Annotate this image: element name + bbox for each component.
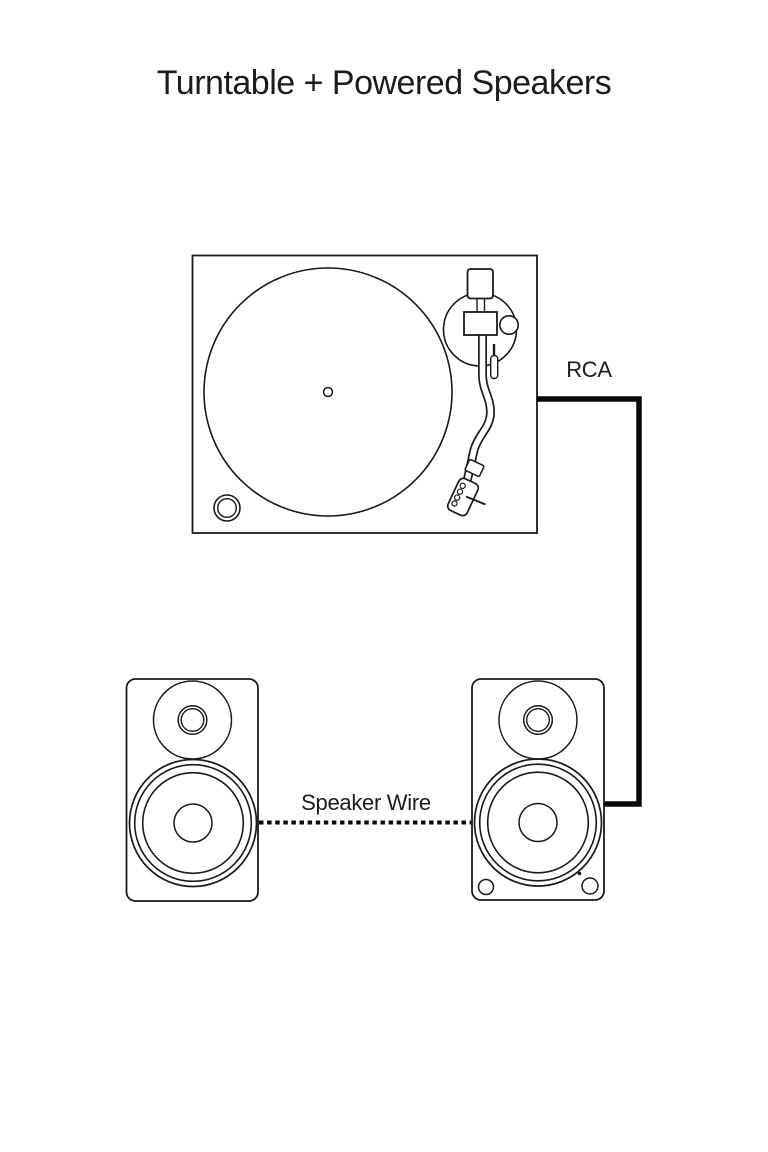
speaker-left-woofer-surround <box>133 763 253 883</box>
anti-skate-dial <box>498 314 519 335</box>
speaker-right-icon <box>471 678 605 901</box>
spindle-hole <box>322 386 334 398</box>
tonearm-tube-core <box>463 335 494 487</box>
turntable-icon <box>191 254 538 534</box>
speaker-left-woofer-dustcap <box>173 803 213 843</box>
speaker-right-tweeter-dome-inner <box>526 708 551 733</box>
headshell-collar <box>464 458 485 478</box>
speaker-left-icon <box>125 678 259 902</box>
speaker-right-pilot-dot <box>577 871 582 876</box>
rca-connection: RCA <box>537 357 642 807</box>
pivot-housing <box>463 311 498 336</box>
speaker-right-cabinet <box>471 678 605 901</box>
speaker-right-woofer-rim <box>473 758 603 887</box>
start-button-outer <box>213 494 241 522</box>
speaker-right-tweeter-dome-outer <box>522 704 554 736</box>
platter <box>203 267 453 517</box>
cue-lever <box>490 354 499 380</box>
cartridge-contact <box>456 488 464 495</box>
speaker-right-binding-post-right <box>581 877 599 895</box>
counterweight <box>466 268 494 300</box>
speaker-right-woofer-cone <box>486 771 590 874</box>
speaker-left-cabinet <box>125 678 259 902</box>
cartridge <box>446 477 480 517</box>
cartridge-contact <box>454 494 461 501</box>
speaker-left-tweeter-dome-outer <box>177 704 208 736</box>
speaker-left-woofer-cone <box>141 771 245 875</box>
stylus <box>465 495 486 506</box>
speaker-right-woofer-surround <box>478 763 598 882</box>
rca-label: RCA <box>566 357 612 382</box>
tonearm <box>442 268 519 517</box>
page-title: Turntable + Powered Speakers <box>157 64 611 102</box>
cartridge-contact <box>451 500 458 507</box>
speaker-right-binding-post-left <box>477 878 495 896</box>
speaker-left-woofer-rim <box>128 758 258 888</box>
speaker-left-tweeter-dome-inner <box>180 708 205 733</box>
speaker-wire-label: Speaker Wire <box>301 790 431 815</box>
cartridge-contact <box>459 482 466 490</box>
start-button-inner <box>216 498 237 519</box>
rca-cable-line <box>537 396 642 807</box>
speaker-wire-connection: Speaker Wire <box>259 790 471 825</box>
speaker-right-woofer-dustcap <box>518 802 558 843</box>
